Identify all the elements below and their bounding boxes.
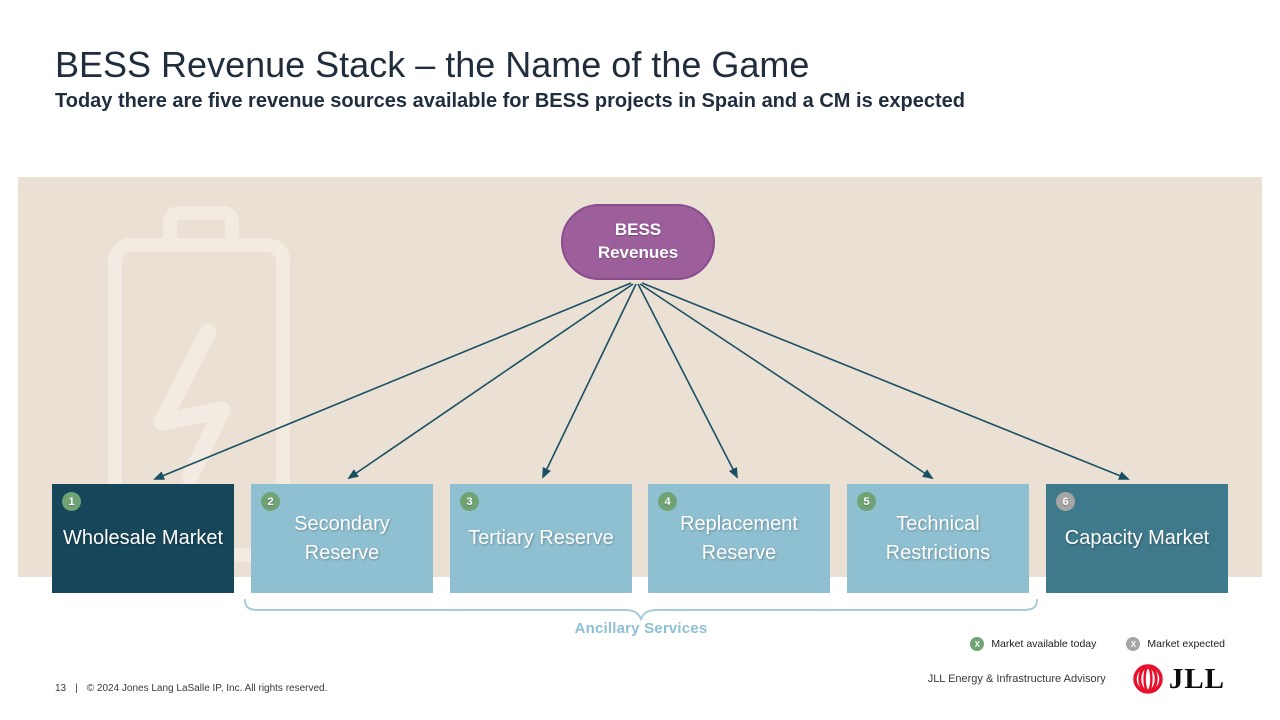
legend-label: Market expected (1147, 638, 1225, 650)
legend-item-expected: X Market expected (1126, 637, 1225, 651)
legend: X Market available today X Market expect… (970, 637, 1225, 651)
node-label: Replacement Reserve (680, 512, 798, 564)
footer-copyright: 13 | © 2024 Jones Lang LaSalle IP, Inc. … (55, 683, 327, 694)
jll-logo: JLL (1132, 663, 1225, 695)
node-technical-restrictions: 5 Technical Restrictions (847, 484, 1029, 593)
node-label: Capacity Market (1064, 527, 1210, 549)
page-subtitle: Today there are five revenue sources ava… (55, 90, 965, 113)
status-badge: 4 (658, 492, 677, 511)
node-label: Technical Restrictions (885, 512, 991, 564)
page-title: BESS Revenue Stack – the Name of the Gam… (55, 44, 810, 85)
node-label: Tertiary Reserve (468, 527, 614, 549)
ancillary-brace (244, 599, 1038, 622)
status-badge: 1 (62, 492, 81, 511)
status-badge: 2 (261, 492, 280, 511)
root-node-bess-revenues: BESS Revenues (561, 204, 715, 280)
footer-branding: JLL Energy & Infrastructure Advisory JLL (928, 663, 1225, 695)
node-replacement-reserve: 4 Replacement Reserve (648, 484, 830, 593)
footer-separator: | (75, 683, 78, 694)
status-badge: 6 (1056, 492, 1075, 511)
legend-item-available: X Market available today (970, 637, 1096, 651)
jll-rings-icon (1133, 664, 1163, 694)
node-secondary-reserve: 2 Secondary Reserve (251, 484, 433, 593)
market-expected-icon: X (1126, 637, 1141, 651)
slide-header: BESS Revenue Stack – the Name of the Gam… (55, 44, 1225, 113)
node-capacity-market: 6 Capacity Market (1046, 484, 1228, 593)
root-node-label: BESS Revenues (597, 220, 679, 262)
node-label: Wholesale Market (62, 527, 224, 549)
node-label: Secondary Reserve (294, 512, 390, 564)
node-wholesale-market: 1 Wholesale Market (52, 484, 234, 593)
department-label: JLL Energy & Infrastructure Advisory (927, 673, 1106, 685)
ancillary-services-label: Ancillary Services (574, 620, 708, 637)
legend-label: Market available today (991, 638, 1097, 650)
status-badge: 3 (460, 492, 479, 511)
status-badge: 5 (857, 492, 876, 511)
copyright-text: © 2024 Jones Lang LaSalle IP, Inc. All r… (86, 683, 328, 694)
page-number: 13 (55, 683, 67, 694)
node-tertiary-reserve: 3 Tertiary Reserve (450, 484, 632, 593)
market-available-icon: X (970, 637, 985, 651)
jll-wordmark: JLL (1168, 662, 1225, 695)
